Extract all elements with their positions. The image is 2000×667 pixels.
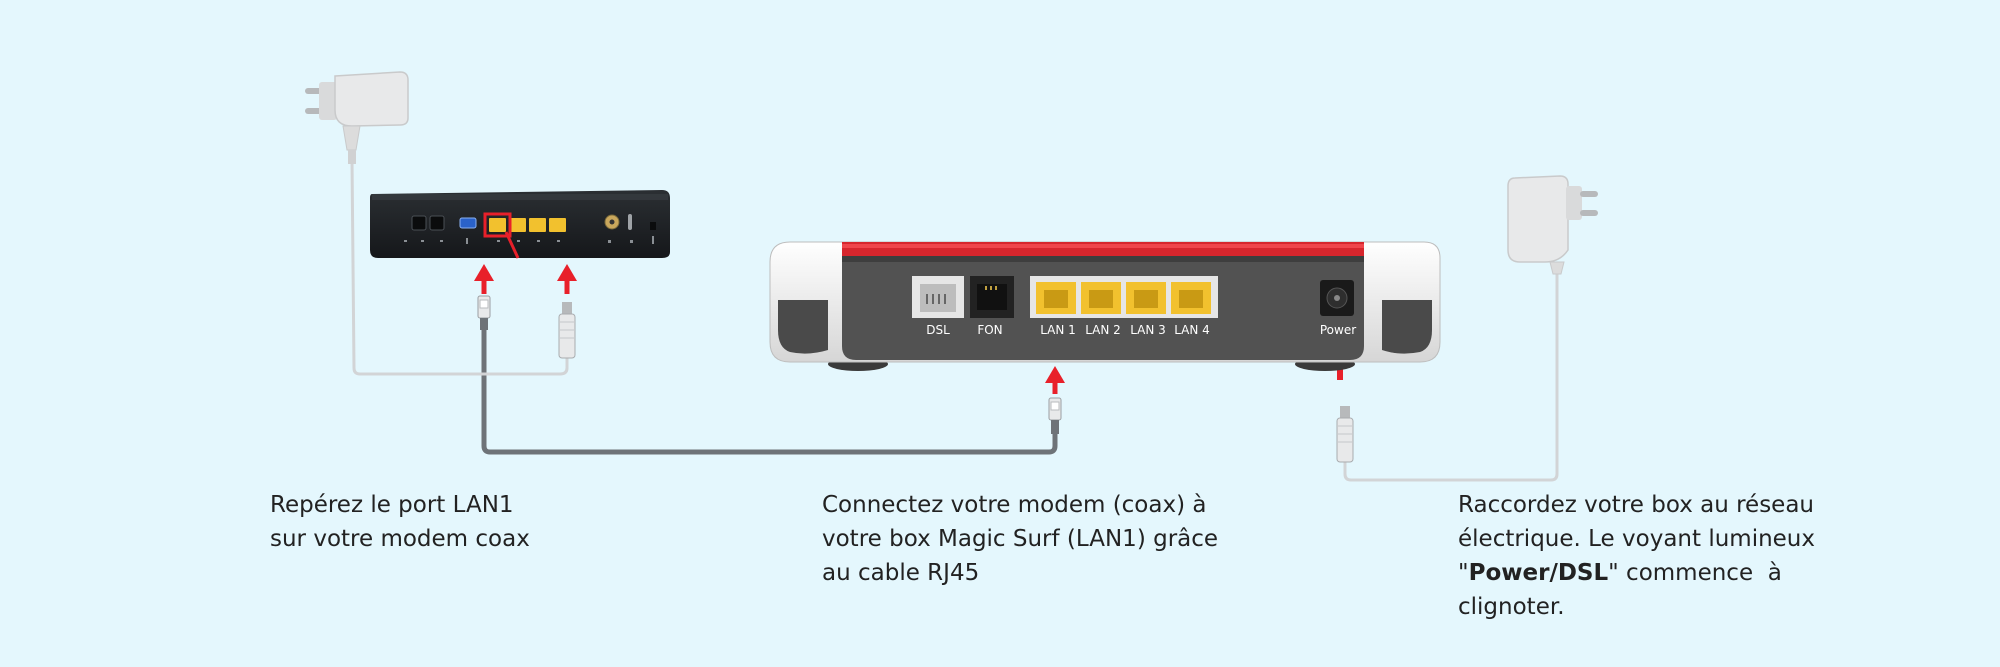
box-power-plug	[1336, 406, 1354, 463]
router-power-port	[1320, 280, 1354, 316]
caption-step-1: Repérez le port LAN1 sur votre modem coa…	[270, 488, 530, 556]
modem-lan-port-3	[529, 218, 546, 232]
modem-lan-port-4	[549, 218, 566, 232]
router-lan-port-1	[1036, 282, 1076, 314]
caption-step-1-line-2: sur votre modem coax	[270, 526, 530, 552]
modem-usb-port	[459, 217, 477, 229]
port-label-lan4: LAN 4	[1174, 323, 1210, 337]
port-label-lan3: LAN 3	[1130, 323, 1166, 337]
caption-step-2-line-3: au cable RJ45	[822, 560, 980, 586]
router-fon-port	[970, 276, 1014, 318]
modem-lan-port-2	[509, 218, 526, 232]
caption-step-3-line-2: électrique. Le voyant lumineux	[1458, 526, 1815, 552]
port-label-lan2: LAN 2	[1085, 323, 1121, 337]
modem-power-plug	[558, 302, 576, 359]
caption-step-3-line-3: "Power/DSL" commence à	[1458, 556, 1815, 590]
caption-step-3-line-4: clignoter.	[1458, 594, 1565, 620]
caption-step-1-line-1: Repérez le port LAN1	[270, 492, 514, 518]
box-power-adapter	[1507, 175, 1598, 275]
router-lan-ports	[1030, 276, 1218, 318]
port-label-lan1: LAN 1	[1040, 323, 1076, 337]
modem-power-adapter	[305, 71, 409, 164]
caption-step-3: Raccordez votre box au réseau électrique…	[1458, 488, 1815, 624]
router-lan-port-3	[1126, 282, 1166, 314]
cables	[350, 159, 1559, 482]
modem-lan1-highlight	[483, 212, 512, 238]
rj45-plug-modem	[477, 295, 491, 330]
coax-modem	[370, 190, 670, 259]
arrow-modem-lan1	[474, 264, 494, 294]
caption-step-2-line-1: Connectez votre modem (coax) à	[822, 492, 1207, 518]
router-lan-port-4	[1171, 282, 1211, 314]
rj45-cable	[481, 328, 1058, 455]
port-label-dsl: DSL	[926, 323, 950, 337]
power-dsl-emphasis: Power/DSL	[1468, 560, 1609, 586]
caption-step-2: Connectez votre modem (coax) à votre box…	[822, 488, 1218, 590]
modem-phone-port-2	[429, 215, 445, 231]
magic-surf-box: DSL FON LAN 1 LAN 2 LAN 3 LAN 4 Power	[769, 241, 1441, 371]
port-label-power: Power	[1320, 323, 1356, 337]
caption-step-3-line-3-rest: " commence à	[1608, 560, 1782, 586]
port-label-fon: FON	[977, 323, 1002, 337]
arrow-modem-power	[557, 264, 577, 294]
rj45-plug-router	[1048, 397, 1062, 434]
modem-phone-port-1	[411, 215, 427, 231]
caption-step-2-line-2: votre box Magic Surf (LAN1) grâce	[822, 526, 1219, 552]
router-lan-port-2	[1081, 282, 1121, 314]
arrow-router-lan1	[1045, 366, 1065, 394]
router-dsl-port	[912, 276, 964, 318]
caption-step-3-line-1: Raccordez votre box au réseau	[1458, 492, 1815, 518]
box-power-cable	[1343, 272, 1559, 482]
quote-open: "	[1458, 560, 1469, 586]
modem-lan-port-1	[489, 218, 506, 232]
modem-power-cable	[350, 159, 569, 376]
